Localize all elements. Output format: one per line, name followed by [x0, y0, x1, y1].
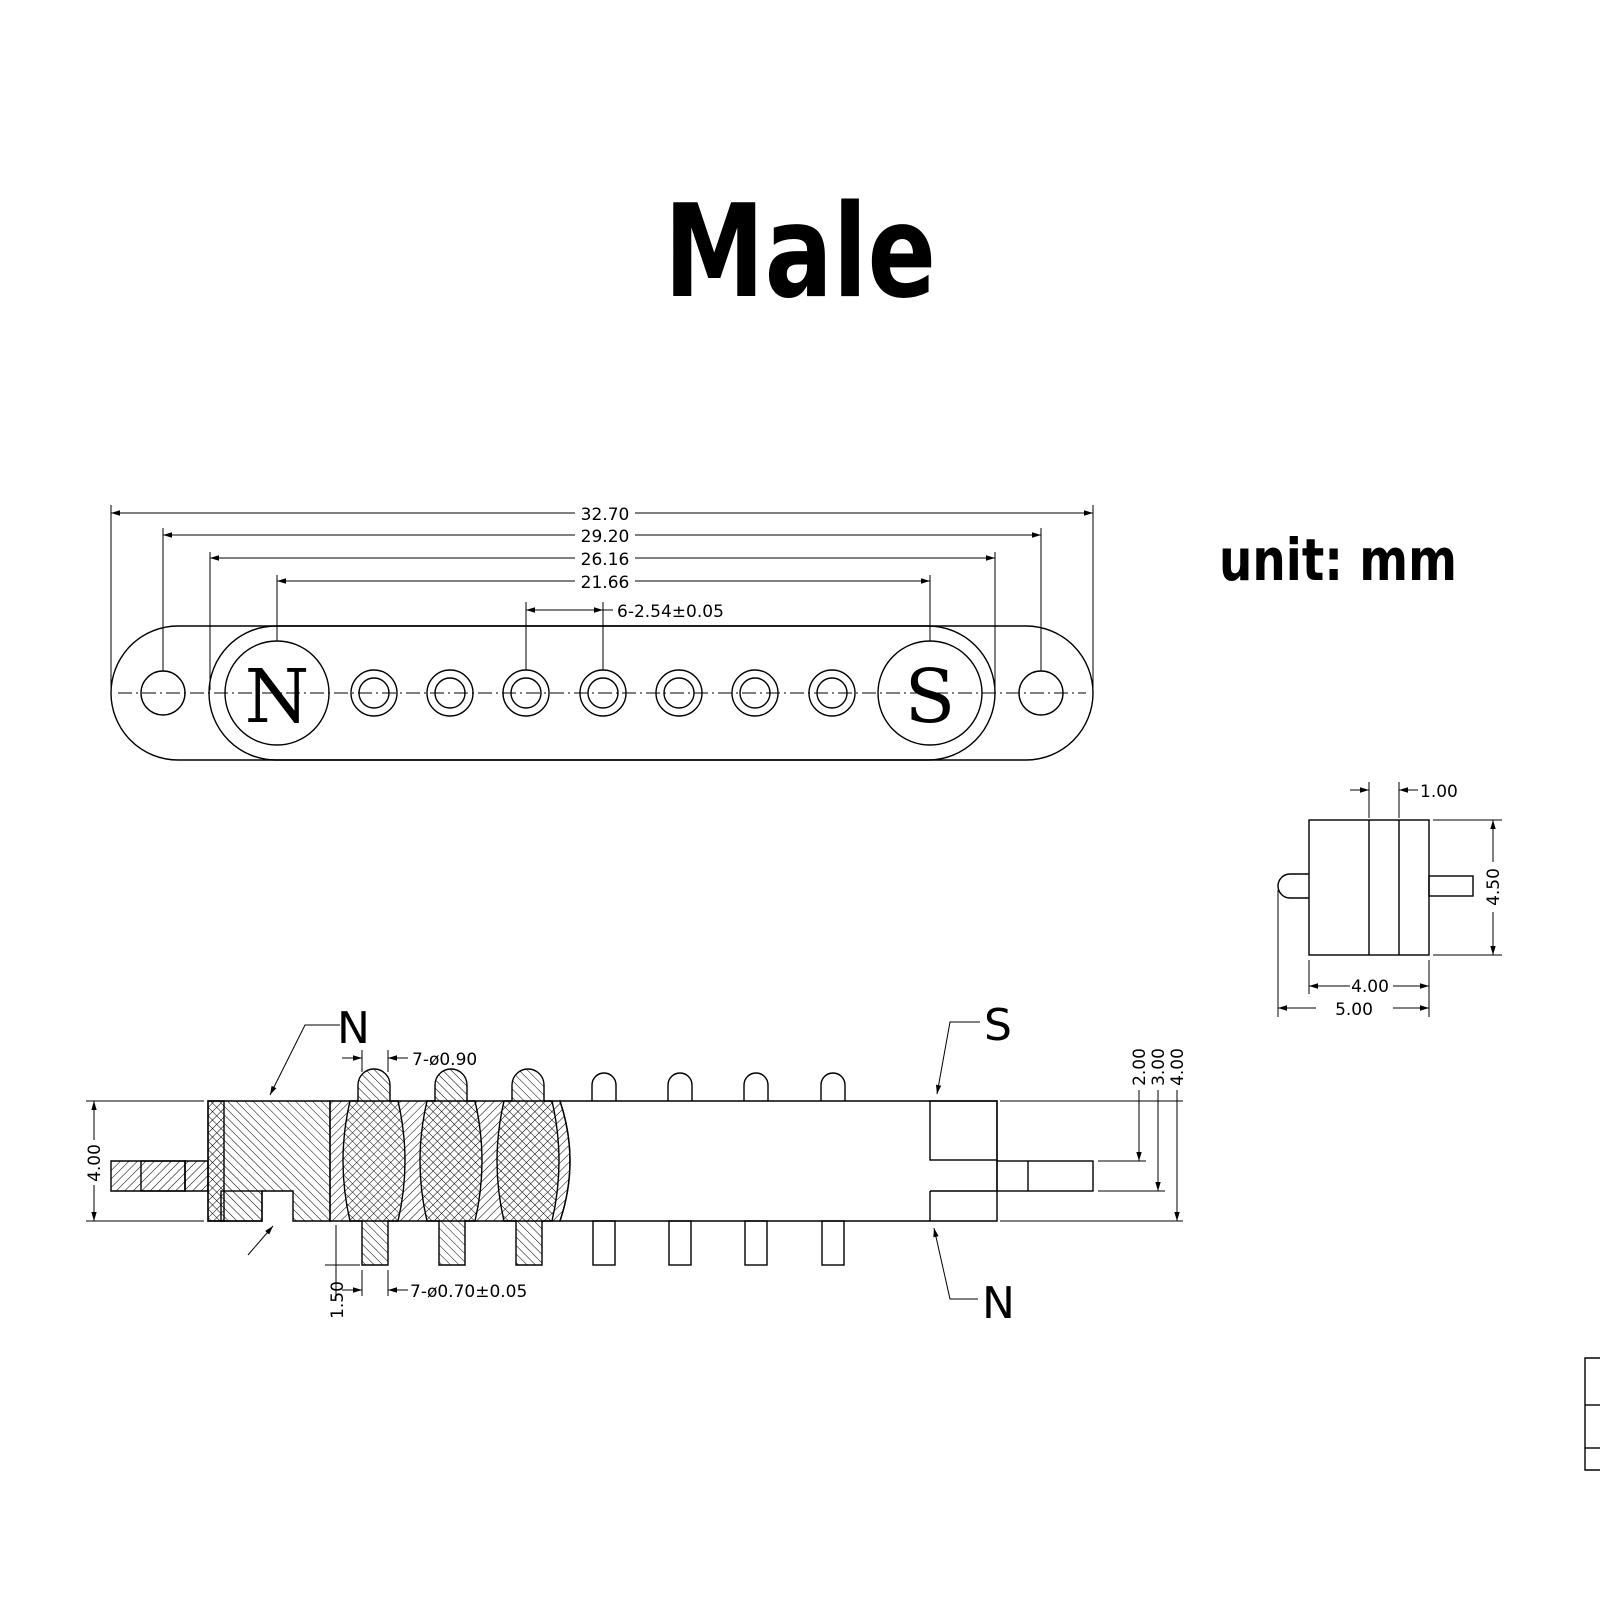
title-block-edge — [1584, 1357, 1600, 1471]
dim-magnets: 21.66 — [581, 573, 630, 593]
top-view: N S — [110, 505, 1094, 761]
dim-height-left: 4.00 — [85, 1144, 105, 1182]
top-view-outline — [110, 625, 1094, 761]
dim-side-total: 5.00 — [1335, 1000, 1373, 1020]
dim-tail-length: 1.50 — [328, 1281, 348, 1319]
dim-side-height: 4.50 — [1484, 868, 1504, 906]
dim-side-body: 4.00 — [1351, 977, 1389, 997]
pole-south-label: S — [905, 654, 956, 740]
dim-height-2: 2.00 — [1130, 1048, 1150, 1086]
dim-ear-holes: 29.20 — [581, 527, 630, 547]
dim-height-3: 3.00 — [1149, 1048, 1169, 1086]
plain-pins — [591, 1072, 846, 1266]
pole-north-label: N — [245, 654, 310, 740]
front-view: N S N 7-ø0.90 7-ø0.70±0.05 1.50 — [85, 1000, 1188, 1329]
callout-north-top: N — [337, 1003, 370, 1054]
side-view: 1.00 4.50 4.00 5.00 — [1277, 782, 1504, 1020]
dim-pitch: 6-2.54±0.05 — [617, 602, 724, 622]
dim-height-4: 4.00 — [1168, 1048, 1188, 1086]
dim-pin-tail: 7-ø0.70±0.05 — [410, 1282, 527, 1302]
dim-side-top: 1.00 — [1420, 782, 1458, 802]
callout-south-top: S — [984, 1000, 1012, 1051]
dim-overall: 32.70 — [581, 505, 630, 525]
page-title: Male — [664, 178, 936, 327]
unit-label: unit: mm — [1219, 526, 1457, 594]
dim-pin-head: 7-ø0.90 — [412, 1050, 477, 1070]
dim-body: 26.16 — [581, 550, 630, 570]
callout-north-bottom: N — [982, 1278, 1015, 1329]
top-view-body — [208, 625, 996, 761]
